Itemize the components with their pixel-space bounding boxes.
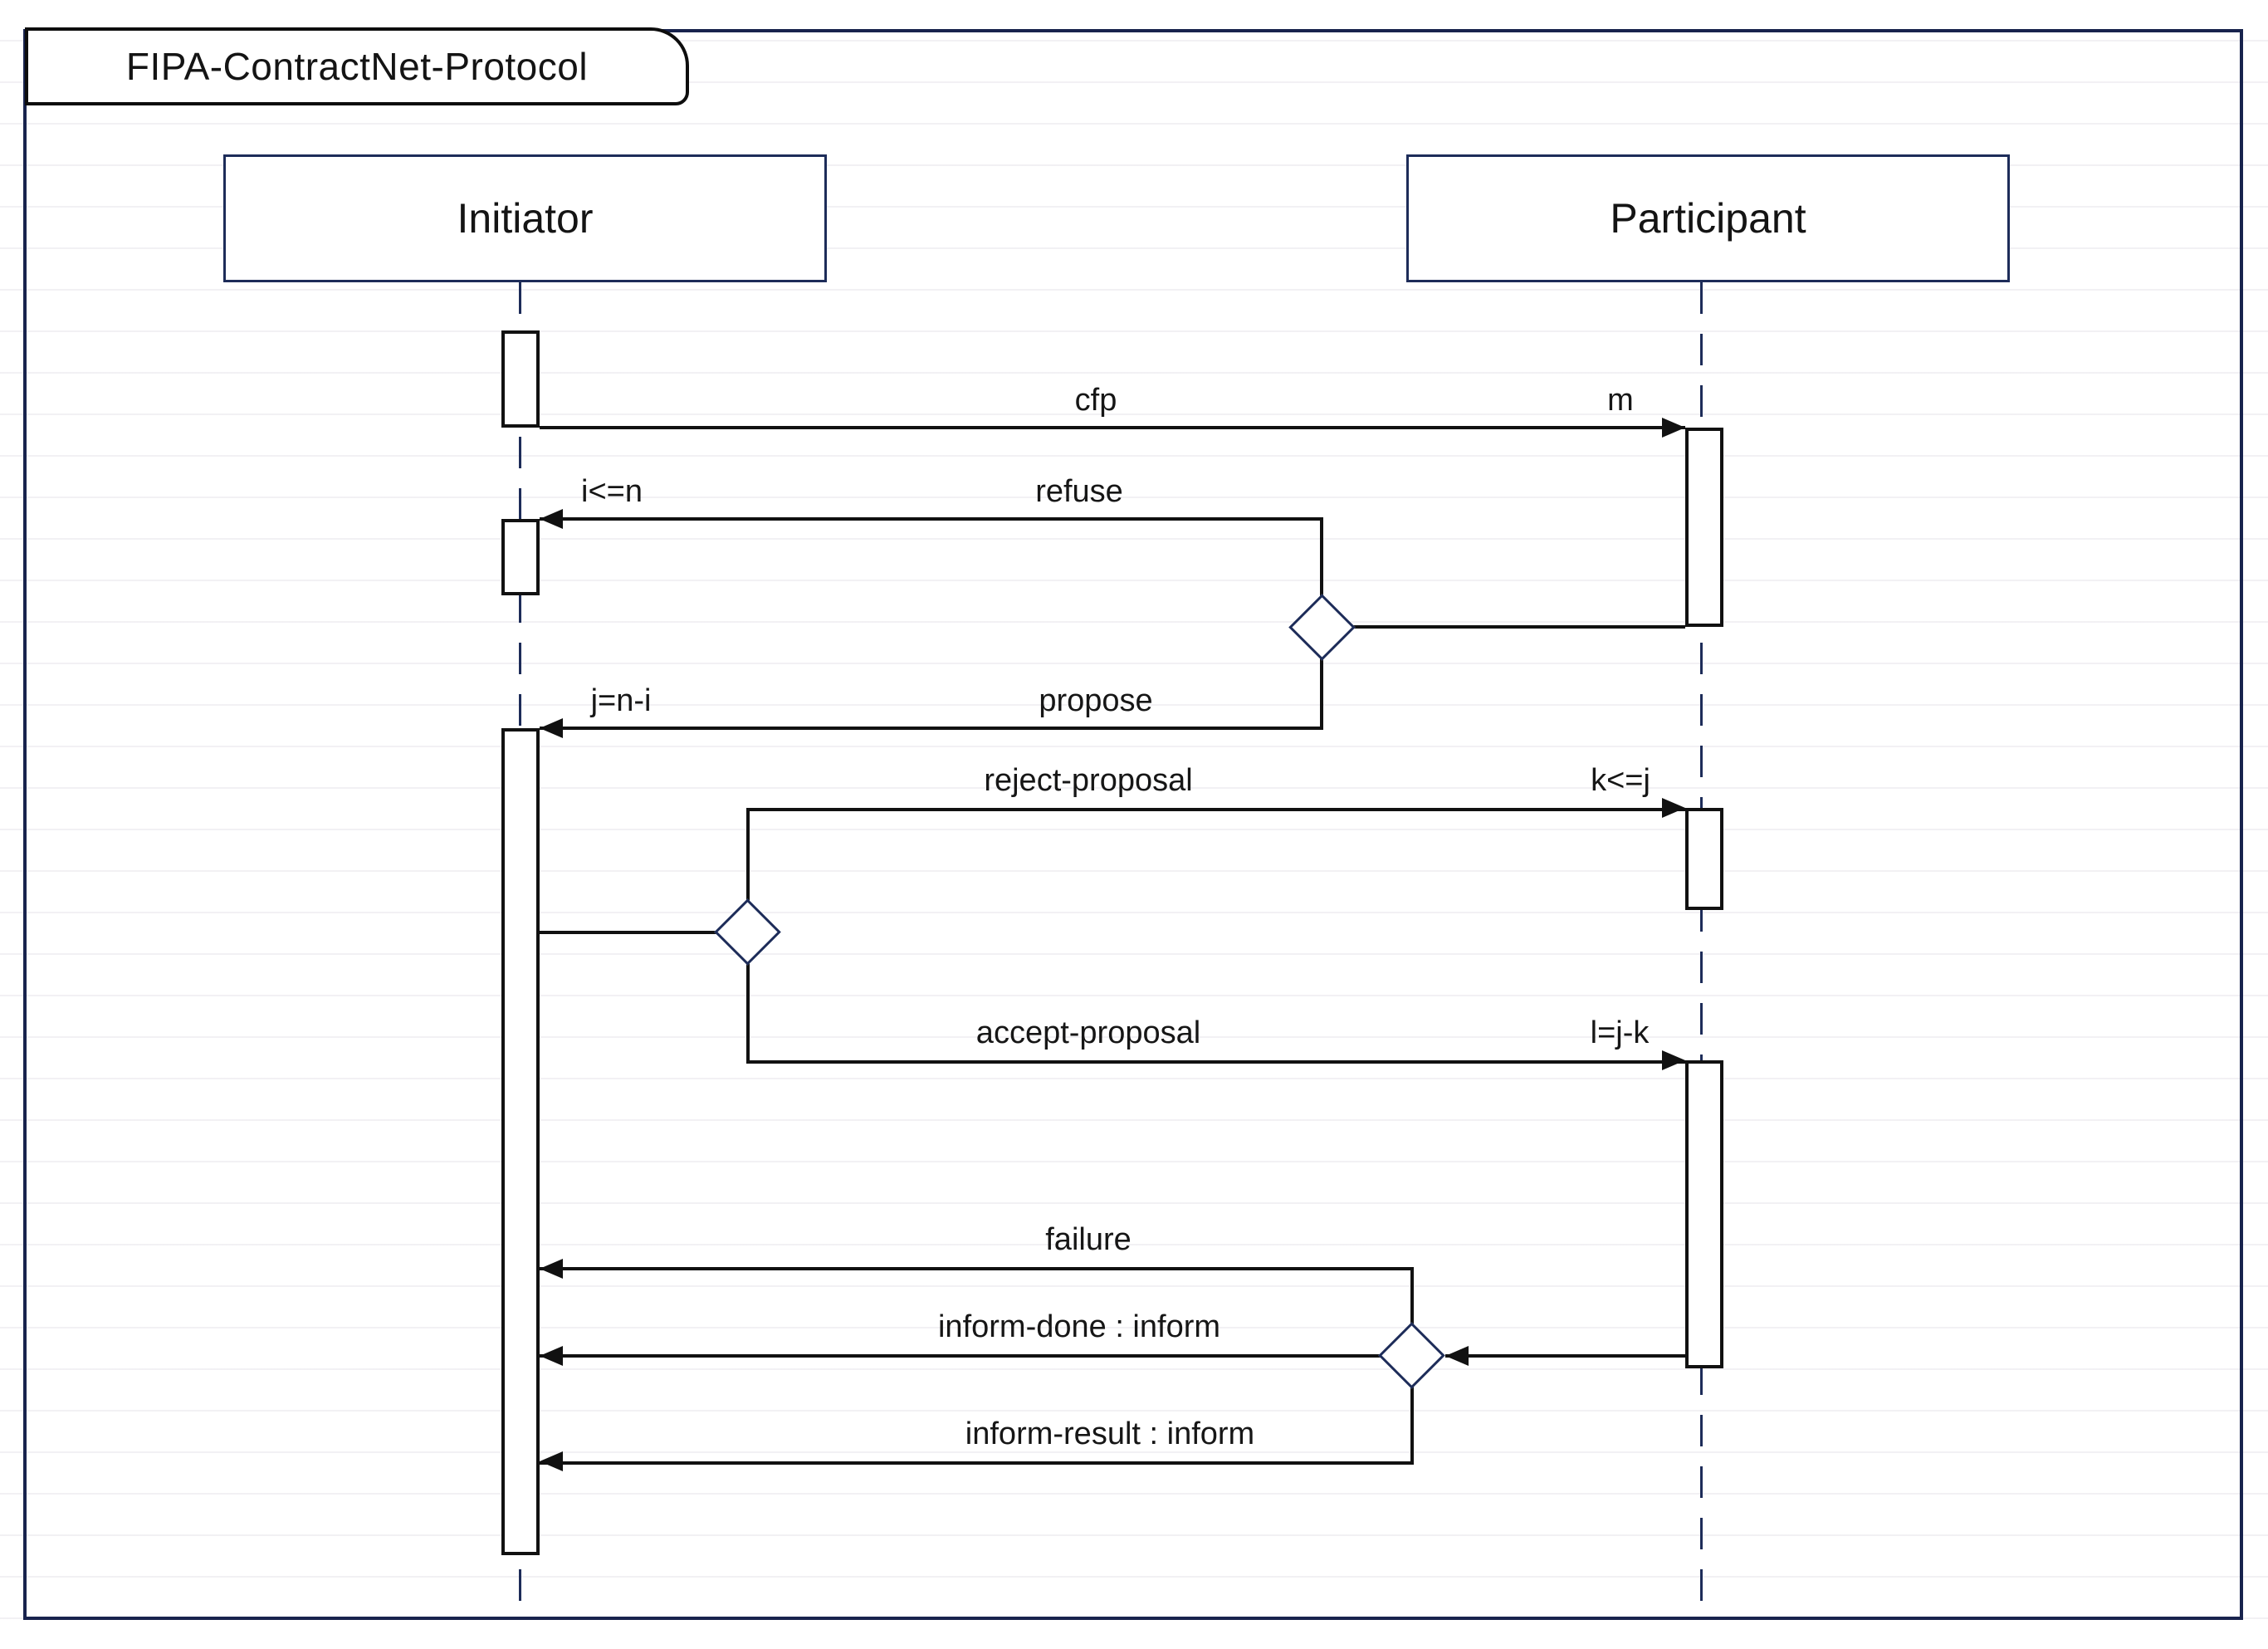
message-label-cfp: cfp	[1074, 383, 1117, 418]
participant-activation-2	[1685, 808, 1723, 910]
initiator-activation-1	[501, 330, 540, 428]
initiator-activation-3	[501, 728, 540, 1555]
message-label-refuse: refuse	[1035, 474, 1123, 509]
guard-label-i-n: i<=n	[581, 474, 643, 509]
initiator-activation-2	[501, 519, 540, 595]
message-line-inform-result	[540, 1461, 1414, 1465]
diagram-title-tab: FIPA-ContractNet-Protocol	[25, 27, 689, 105]
diagram-frame-border	[23, 29, 2243, 1620]
arrowhead-inform-result-icon	[540, 1451, 563, 1471]
arrowhead-reject-proposal-icon	[1662, 798, 1685, 818]
message-line-inform-done	[540, 1354, 1391, 1358]
arrowhead-inform-done-icon	[540, 1346, 563, 1366]
arrowhead-into-diamond3-icon	[1445, 1346, 1469, 1366]
message-line-accept-proposal	[746, 1060, 1685, 1064]
arrowhead-accept-proposal-icon	[1662, 1050, 1685, 1070]
message-line-reject-proposal	[746, 808, 1685, 811]
message-label-reject-proposal: reject-proposal	[984, 763, 1193, 798]
message-line-refuse	[540, 517, 1323, 521]
participant-activation-1	[1685, 428, 1723, 627]
guard-label-k-j: k<=j	[1591, 763, 1650, 798]
participant-lifeline	[1700, 282, 1703, 1615]
guard-label-l-j-k: l=j-k	[1590, 1015, 1650, 1050]
connector-participant-diamond3	[1445, 1354, 1685, 1358]
participant-activation-3	[1685, 1060, 1723, 1368]
message-label-propose: propose	[1039, 683, 1153, 718]
message-label-inform-result: inform-result : inform	[965, 1417, 1255, 1451]
guard-label-j-n-i: j=n-i	[590, 683, 652, 718]
diagram-title: FIPA-ContractNet-Protocol	[125, 45, 589, 88]
message-label-failure: failure	[1045, 1222, 1132, 1257]
message-line-cfp	[540, 426, 1685, 429]
connector-initiator-diamond2	[540, 931, 750, 934]
message-line-failure	[540, 1267, 1414, 1270]
participant-label: Participant	[1610, 195, 1806, 242]
arrowhead-refuse-icon	[540, 509, 563, 529]
message-label-inform-done: inform-done : inform	[937, 1309, 1221, 1344]
initiator-label: Initiator	[457, 195, 594, 242]
guard-label-m: m	[1607, 383, 1634, 418]
message-label-accept-proposal: accept-proposal	[975, 1015, 1201, 1050]
arrowhead-cfp-icon	[1662, 418, 1685, 438]
message-line-propose	[540, 727, 1323, 730]
arrowhead-failure-icon	[540, 1259, 563, 1279]
arrowhead-propose-icon	[540, 718, 563, 738]
lifeline-head-participant: Participant	[1406, 154, 2010, 282]
lifeline-head-initiator: Initiator	[223, 154, 827, 282]
connector-diamond1-participant	[1322, 625, 1685, 629]
